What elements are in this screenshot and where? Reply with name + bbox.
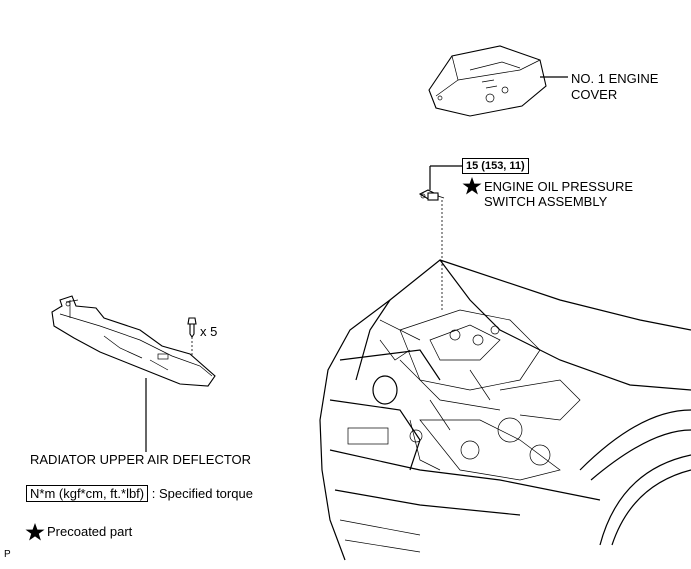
page-code: P <box>4 549 11 560</box>
switch-label: ENGINE OIL PRESSURE SWITCH ASSEMBLY <box>484 179 633 209</box>
precoated-legend: Precoated part <box>47 524 133 539</box>
star-icon <box>462 177 482 195</box>
clip-illustration <box>187 317 197 338</box>
clip-quantity-label: x 5 <box>200 324 218 339</box>
engine-cover-label-line2: COVER <box>571 87 618 102</box>
vehicle-illustration <box>319 259 691 561</box>
engine-cover-label: NO. 1 ENGINE COVER <box>571 71 658 103</box>
legend-star-icon <box>25 523 45 541</box>
air-deflector-illustration <box>51 295 216 387</box>
switch-label-line1: ENGINE OIL PRESSURE <box>484 179 634 194</box>
torque-legend: N*m (kgf*cm, ft.*lbf) : Specified torque <box>26 485 253 502</box>
engine-cover-label-line1: NO. 1 ENGINE <box>571 71 659 86</box>
torque-legend-desc: : Specified torque <box>151 486 253 501</box>
switch-label-line2: SWITCH ASSEMBLY <box>484 194 608 209</box>
torque-units-box: N*m (kgf*cm, ft.*lbf) <box>26 485 149 502</box>
engine-cover-illustration <box>428 45 547 117</box>
oil-pressure-switch-illustration <box>418 189 445 201</box>
torque-value-box: 15 (153, 11) <box>462 158 529 174</box>
deflector-label: RADIATOR UPPER AIR DEFLECTOR <box>30 452 252 467</box>
